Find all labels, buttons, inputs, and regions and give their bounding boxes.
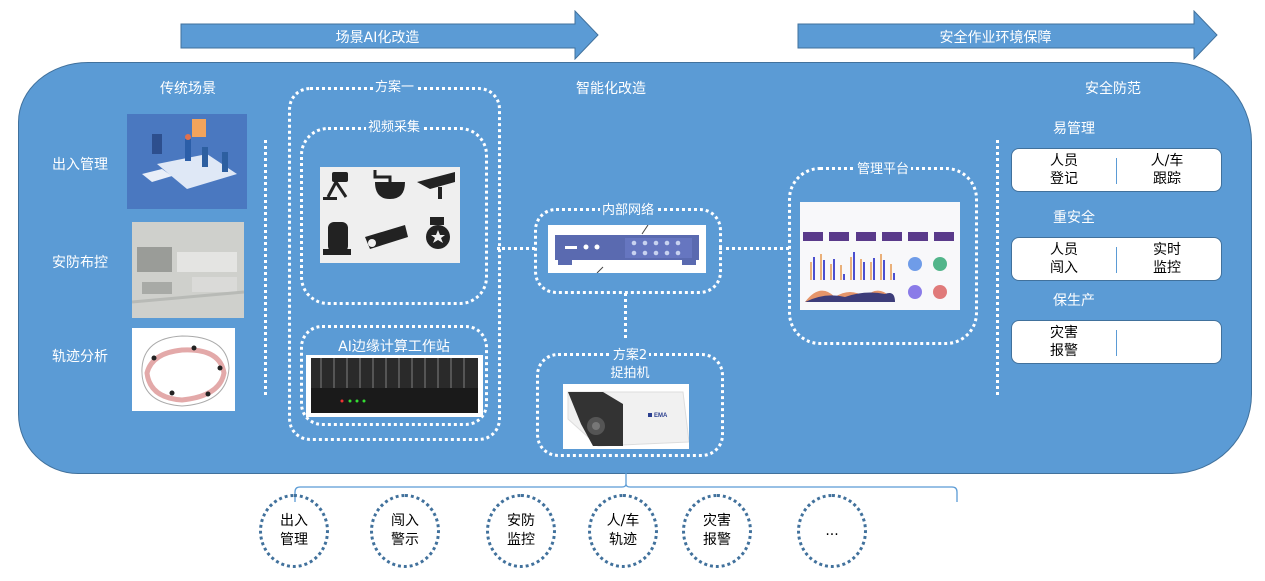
arrow-shape (180, 10, 599, 60)
traditional-label-security: 安防布控 (52, 255, 108, 271)
scheme2-subtitle: 捉拍机 (608, 366, 652, 381)
pill-separator (1116, 247, 1117, 273)
arrow-shape (797, 10, 1218, 60)
aerial-facility-image (132, 222, 244, 318)
edge-computer-photo (311, 358, 478, 413)
pill-cell: 人/车 跟踪 (1150, 153, 1184, 187)
pill-separator (1116, 330, 1117, 356)
pill-cell: 实时 监控 (1153, 242, 1181, 276)
camera-brand: EMA (654, 413, 668, 419)
feature-circle: 安防 监控 (486, 494, 556, 568)
camera-types-image (320, 167, 460, 263)
scheme2-box: 方案2 捉拍机 (536, 348, 724, 457)
network-title: 内部网络 (599, 203, 656, 218)
edge-computer-image (306, 355, 483, 417)
security-group-title: 重安全 (1053, 210, 1095, 226)
feature-circle: 人/车 轨迹 (588, 494, 658, 568)
edge-station-box: AI边缘计算工作站 (300, 325, 488, 426)
camera-types-icons (323, 170, 455, 255)
traditional-label-access: 出入管理 (52, 157, 108, 173)
trajectory-image (132, 328, 235, 411)
smart-title: 智能化改造 (576, 81, 646, 97)
scheme2-title: 方案2 (610, 348, 650, 363)
arrow-label: 安全作业环境保障 (939, 30, 1052, 46)
feature-circle: ... (797, 494, 867, 568)
platform-title: 管理平台 (854, 162, 911, 177)
trajectory-floorplan (132, 328, 235, 411)
connector-down (624, 293, 627, 338)
dashboard-image (800, 202, 960, 310)
divider-right (996, 140, 999, 395)
network-switch (555, 225, 699, 273)
scheme1-box: 方案一 (288, 80, 501, 441)
dashboard-screenshot (800, 202, 960, 310)
arrow-label: 场景AI化改造 (335, 30, 420, 46)
pill-cell: 人员 登记 (1050, 153, 1078, 187)
arrow-safety: 安全作业环境保障 (797, 10, 1219, 60)
pill-cell: 灾害 报警 (1050, 325, 1078, 359)
traditional-label-trajectory: 轨迹分析 (52, 349, 108, 365)
access-control-illustration (127, 114, 247, 209)
pill-separator (1116, 158, 1117, 184)
security-pill-production: 灾害 报警 (1011, 320, 1222, 364)
network-switch-image (548, 225, 706, 273)
video-capture-title: 视频采集 (365, 120, 422, 135)
access-control-image (127, 114, 247, 209)
arrow-scene-ai: 场景AI化改造 (180, 10, 600, 60)
connector-left (497, 247, 535, 250)
aerial-facility-photo (132, 222, 244, 318)
bullet-camera-image: EMA (563, 384, 689, 449)
bottom-bracket (294, 473, 958, 502)
feature-circle: 出入 管理 (259, 494, 329, 568)
scheme1-title: 方案一 (372, 80, 416, 95)
bullet-camera: EMA (567, 391, 689, 447)
connector-right (719, 247, 789, 250)
security-group-title: 易管理 (1053, 121, 1095, 137)
security-pill-safety: 人员 闯入 实时 监控 (1011, 237, 1222, 281)
feature-circle: 灾害 报警 (682, 494, 752, 568)
security-group-title: 保生产 (1053, 293, 1095, 309)
network-box: 内部网络 (534, 203, 722, 294)
edge-station-title: AI边缘计算工作站 (336, 339, 452, 355)
divider-left (264, 140, 267, 395)
security-pill-manage: 人员 登记 人/车 跟踪 (1011, 148, 1222, 192)
pill-cell: 人员 闯入 (1050, 242, 1078, 276)
traditional-title: 传统场景 (160, 81, 216, 97)
platform-box: 管理平台 (788, 162, 978, 345)
security-title: 安全防范 (1085, 81, 1141, 97)
feature-circle: 闯入 警示 (370, 494, 440, 568)
video-capture-box: 视频采集 (300, 120, 488, 305)
